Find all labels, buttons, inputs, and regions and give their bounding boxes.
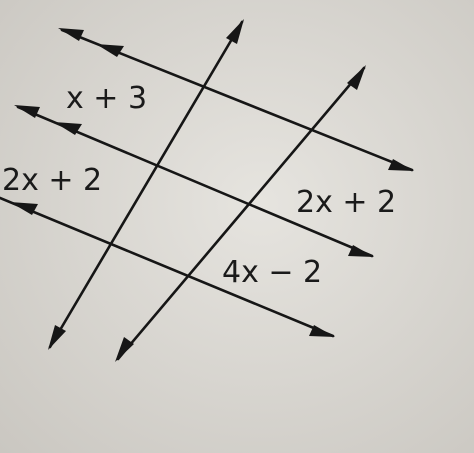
label-mid-right: 2x + 2 bbox=[296, 185, 396, 220]
line-middle bbox=[14, 105, 374, 258]
label-top-left: x + 3 bbox=[66, 81, 147, 116]
line-bottom bbox=[0, 196, 335, 338]
line-top bbox=[58, 28, 414, 172]
label-mid-left: 2x + 2 bbox=[2, 163, 102, 198]
label-bottom-right: 4x − 2 bbox=[222, 255, 322, 290]
line-steep-left bbox=[48, 19, 244, 350]
line-steep-right bbox=[115, 65, 366, 362]
